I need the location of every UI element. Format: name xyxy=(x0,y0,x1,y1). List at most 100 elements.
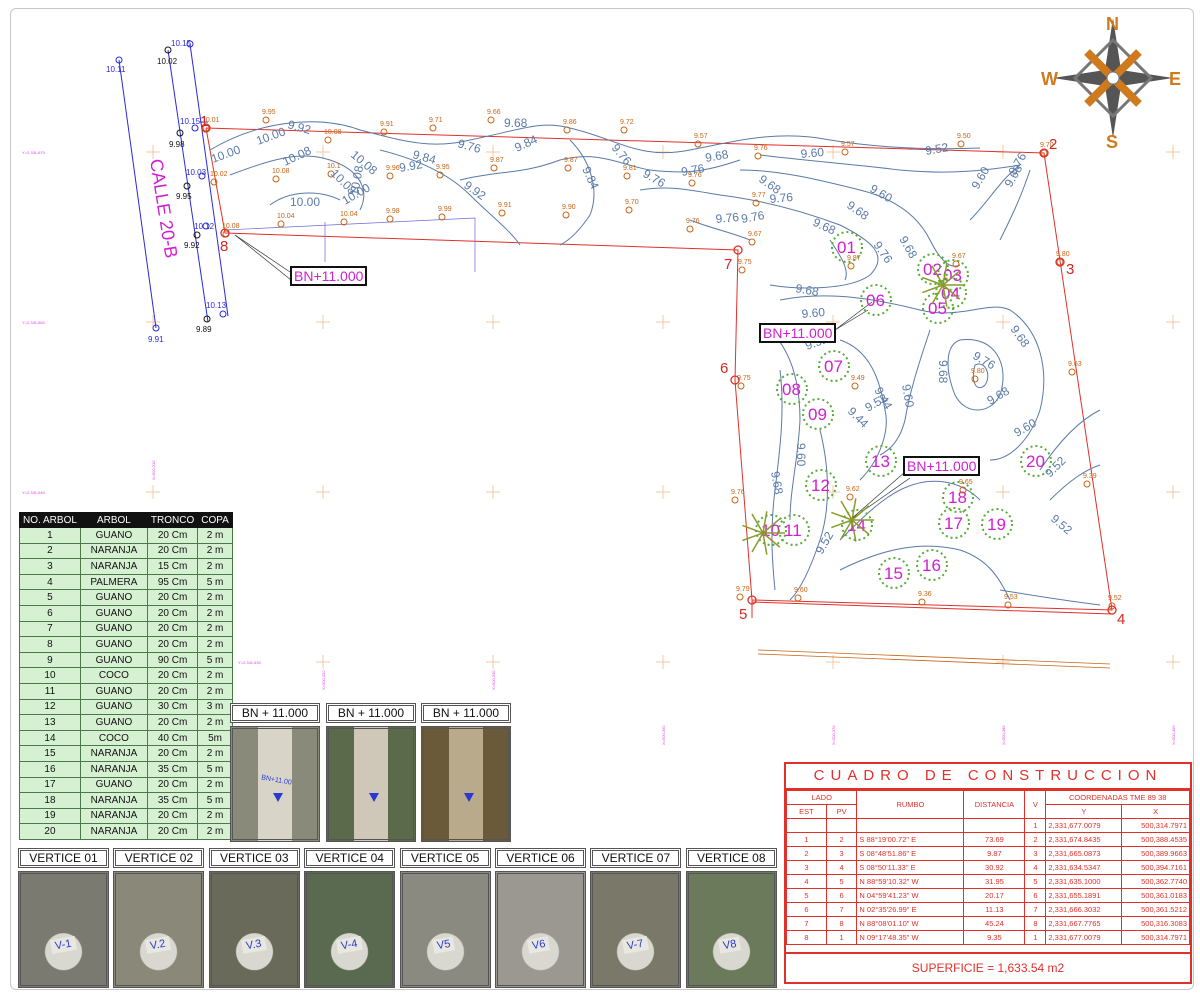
street-point-marker xyxy=(203,315,211,323)
table-cell: GUANO xyxy=(79,527,148,544)
table-cell: 20 xyxy=(19,823,81,840)
table-cell: 6 xyxy=(19,604,81,622)
table-cell: 17 xyxy=(19,776,81,794)
table-cell: 16 xyxy=(19,760,81,778)
contour-label: 9.60 xyxy=(800,145,825,161)
cell-y: 2,331,655.1891 xyxy=(1045,888,1123,903)
spot-level-marker xyxy=(202,124,210,132)
cell-rumbo: S 08°50'11.33" E xyxy=(856,860,965,875)
cell-dist: 30.92 xyxy=(963,860,1026,875)
spot-level-marker xyxy=(959,486,967,494)
vertex-photo: V-7 xyxy=(590,871,682,988)
street-point-marker xyxy=(186,40,194,48)
table-cell: 5m xyxy=(197,729,233,747)
street-point-label: 10.15 xyxy=(171,39,192,48)
cell-est: 6 xyxy=(786,902,827,917)
contour-label: 9.76 xyxy=(680,161,706,179)
spot-level-marker xyxy=(847,262,855,270)
contour-label: 9.60 xyxy=(801,305,826,321)
tree-canopy-icon xyxy=(917,253,949,285)
spot-level-marker xyxy=(952,260,960,268)
palm-icon xyxy=(831,519,853,529)
street-point-marker xyxy=(176,129,184,137)
table-cell: 13 xyxy=(19,714,81,731)
table-cell: 2 m xyxy=(197,620,233,638)
spot-level-marker xyxy=(748,238,756,246)
vertex-photo: V-1 xyxy=(18,871,109,988)
vertex-photo: V-4 xyxy=(304,871,396,988)
cell-rumbo: S 88°19'00.72" E xyxy=(856,832,965,847)
cell-pv: 8 xyxy=(825,916,858,931)
photo-caption: V8 xyxy=(717,936,742,954)
contour-label: 9.76 xyxy=(769,190,794,206)
spot-level-label: 9.39 xyxy=(1083,473,1097,480)
photo-caption: V-7 xyxy=(622,935,649,955)
photo-title: BN + 11.000 xyxy=(421,703,511,723)
cell-pv: 6 xyxy=(825,888,858,903)
tree-number: 08 xyxy=(782,380,801,399)
spot-level-marker xyxy=(429,124,437,132)
spot-level-marker xyxy=(794,594,802,602)
contour-label: 9.68 xyxy=(794,281,820,299)
tree-canopy-icon xyxy=(942,481,974,513)
table-cell: 2 m xyxy=(197,542,233,560)
superficie-total: SUPERFICIE = 1,633.54 m2 xyxy=(786,952,1190,982)
tree-number: 12 xyxy=(811,476,830,495)
palm-icon xyxy=(851,498,857,521)
cell-dist: 11.13 xyxy=(963,902,1026,917)
spot-level-marker xyxy=(340,218,348,226)
vertex-photo-card: VERTICE 05 V5 xyxy=(399,848,491,988)
table-cell: 3 xyxy=(19,558,81,575)
vertex-marker xyxy=(733,245,743,255)
vertex-photo-card: VERTICE 03 V.3 xyxy=(208,848,300,988)
spot-level-marker xyxy=(841,148,849,156)
tree-number: 01 xyxy=(837,238,856,257)
cell-x: 500,314.7971 xyxy=(1121,930,1190,945)
table-cell: NARANJA xyxy=(79,792,148,809)
spot-level-marker xyxy=(327,170,335,178)
table-cell: NARANJA xyxy=(79,542,148,560)
vertex-photo: V8 xyxy=(685,871,777,988)
table-cell: 2 xyxy=(19,542,81,560)
spot-level-label: 9.72 xyxy=(620,119,634,126)
spot-level-marker xyxy=(277,220,285,228)
spot-level-label: 9.87 xyxy=(847,255,861,262)
street-point-marker xyxy=(164,46,172,54)
table-cell: 20 Cm xyxy=(146,714,199,731)
col-arbol: ARBOL xyxy=(79,512,148,528)
spot-level-label: 9.36 xyxy=(918,591,932,598)
cell-x: 500,362.7740 xyxy=(1121,874,1190,889)
street-point-marker xyxy=(152,324,160,332)
cell-v: 7 xyxy=(1024,902,1047,917)
vertex-number: 6 xyxy=(720,360,728,377)
table-cell: 15 Cm xyxy=(146,558,199,575)
benchmark-photo xyxy=(421,726,511,842)
tree-number: 20 xyxy=(1026,452,1045,471)
tree-number: 09 xyxy=(808,405,827,424)
photo-title: BN + 11.000 xyxy=(230,703,320,723)
cell-rumbo: N 88°59'10.32" W xyxy=(856,874,965,889)
col-no-arbol: NO. ARBOL xyxy=(19,512,81,528)
contour-label: 9.60 xyxy=(968,164,992,192)
contour-label: 9.68 xyxy=(985,384,1013,408)
table-cell: GUANO xyxy=(79,776,148,794)
spot-level-label: 9.49 xyxy=(851,375,865,382)
grid-coordinate-label: X=500,400 xyxy=(1171,725,1176,745)
benchmark-label-1: BN+11.000 xyxy=(290,266,368,286)
spot-level-label: 9.91 xyxy=(380,121,394,128)
tree-number: 17 xyxy=(944,514,963,533)
table-cell: 5 m xyxy=(197,651,233,669)
street-point-label: 10.12 xyxy=(194,222,215,231)
table-cell: GUANO xyxy=(79,589,148,606)
cell-est: 3 xyxy=(786,860,827,875)
spot-level-label: 9.50 xyxy=(957,133,971,140)
spot-level-marker xyxy=(487,116,495,124)
photo-caption: V6 xyxy=(526,936,551,954)
tree-canopy-icon xyxy=(938,507,970,539)
